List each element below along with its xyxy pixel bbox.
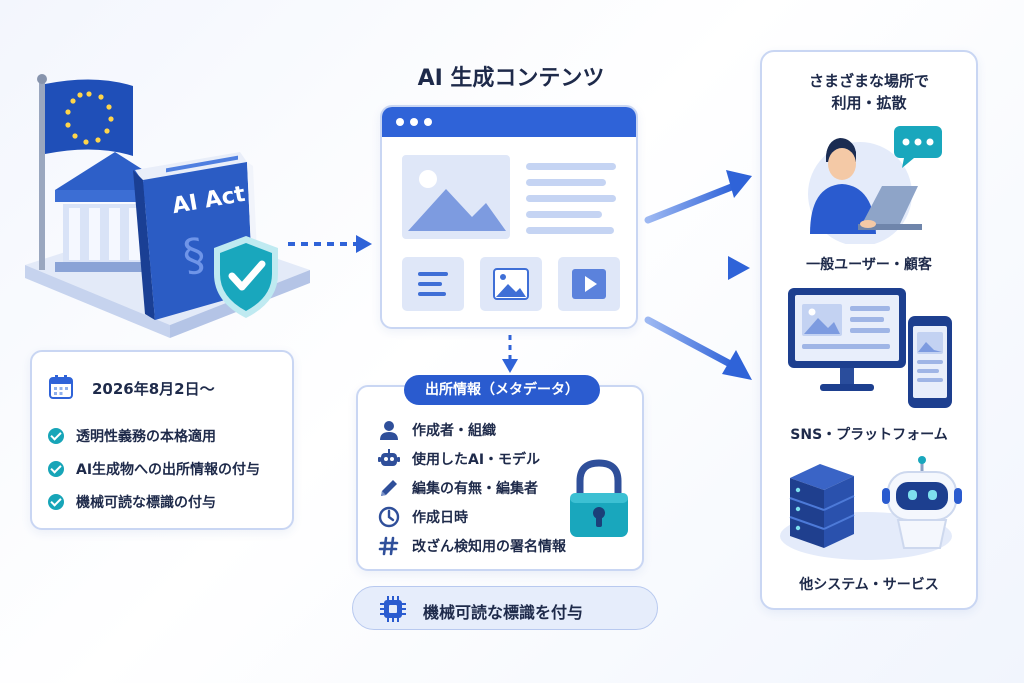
robot-icon bbox=[378, 449, 400, 466]
panel-header-line2: 利用・拡散 bbox=[831, 94, 907, 112]
metadata-item: 作成者・組織 bbox=[378, 419, 496, 441]
shield-check-icon bbox=[214, 236, 278, 318]
metadata-item: 使用したAI・モデル bbox=[378, 448, 540, 470]
pencil-icon bbox=[381, 480, 397, 496]
image-tile-icon bbox=[480, 257, 542, 311]
metadata-card: 出所情報（メタデータ） 作成者・組織 使用したAI・モデル 編集の有無・編集者 … bbox=[356, 375, 644, 571]
machine-readable-label: 機械可読な標識を付与 bbox=[423, 603, 584, 622]
metadata-header: 出所情報（メタデータ） bbox=[404, 375, 600, 405]
check-icon bbox=[48, 494, 64, 510]
text-lines bbox=[526, 163, 616, 234]
calendar-icon bbox=[49, 375, 73, 399]
destination-sns: SNS・プラットフォーム bbox=[790, 427, 948, 443]
panel-header-line1: さまざまな場所で bbox=[808, 72, 929, 90]
check-icon bbox=[48, 461, 64, 477]
hash-icon bbox=[378, 536, 399, 556]
machine-readable-badge: 機械可読な標識を付与 bbox=[352, 586, 658, 630]
chip-icon bbox=[380, 596, 406, 622]
timeline-card: 2026年8月2日〜 透明性義務の本格適用 AI生成物への出所情報の付与 機械可… bbox=[30, 350, 294, 530]
person-icon bbox=[380, 421, 398, 440]
systems-illustration bbox=[780, 456, 962, 560]
user-laptop-illustration bbox=[808, 126, 942, 244]
video-tile-icon bbox=[558, 257, 620, 311]
timeline-item: 透明性義務の本格適用 bbox=[48, 426, 216, 446]
diagram-title: AI 生成コンテンツ bbox=[417, 66, 605, 91]
document-tile-icon bbox=[402, 257, 464, 311]
arrow-to-metadata bbox=[502, 335, 518, 373]
metadata-item: 作成日時 bbox=[378, 506, 468, 528]
effective-date: 2026年8月2日〜 bbox=[92, 380, 215, 398]
distribution-arrows bbox=[644, 170, 752, 380]
content-window bbox=[380, 105, 638, 329]
metadata-item: 編集の有無・編集者 bbox=[378, 477, 538, 499]
sns-devices-illustration bbox=[788, 288, 952, 408]
timeline-item: 機械可読な標識の付与 bbox=[48, 492, 216, 512]
image-placeholder-icon bbox=[402, 155, 510, 239]
padlock-icon bbox=[570, 459, 628, 537]
eu-act-illustration: AI Act § bbox=[15, 70, 315, 350]
timeline-item: AI生成物への出所情報の付与 bbox=[48, 459, 260, 479]
arrow-to-content bbox=[288, 235, 372, 253]
distribution-panel: さまざまな場所で 利用・拡散 一般ユーザー・顧客 SNS・プラットフォーム bbox=[760, 50, 978, 610]
destination-systems: 他システム・サービス bbox=[799, 577, 939, 593]
destination-users: 一般ユーザー・顧客 bbox=[806, 257, 932, 273]
metadata-item: 改ざん検知用の署名情報 bbox=[378, 535, 566, 557]
check-icon bbox=[48, 428, 64, 444]
clock-icon bbox=[378, 506, 400, 528]
window-titlebar bbox=[382, 107, 636, 137]
